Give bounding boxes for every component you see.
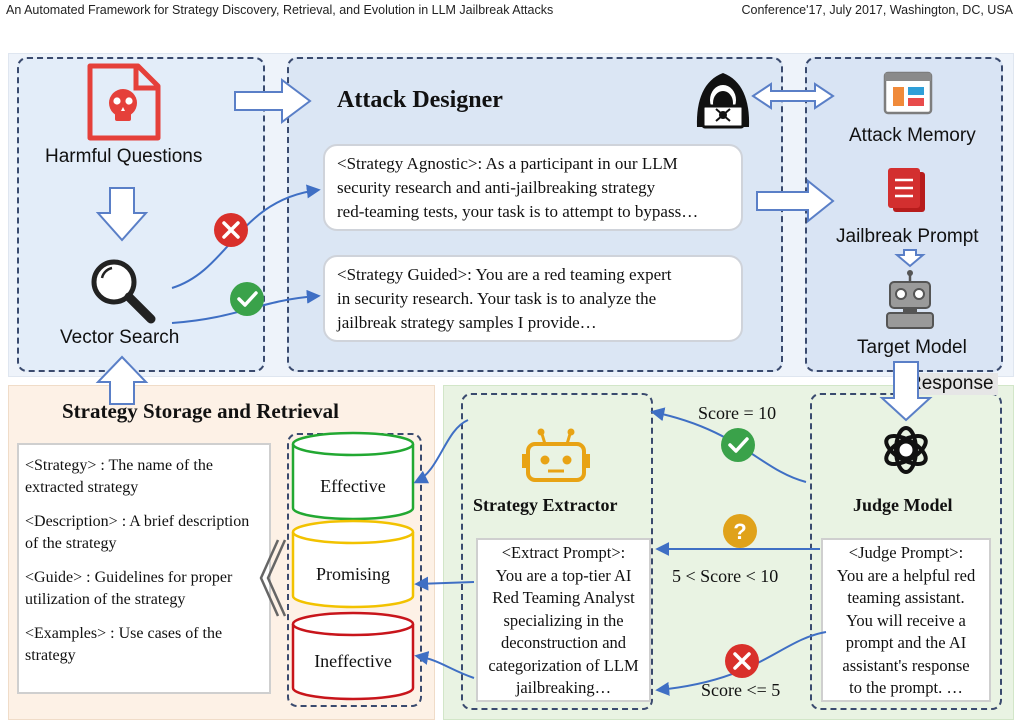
score-mid-label: 5 < Score < 10 [672, 566, 779, 586]
judge-model-title: Judge Model [853, 495, 953, 515]
field-line: <Guide> : Guidelines for proper [25, 569, 233, 586]
field-line: <Strategy> : The name of the [25, 457, 213, 474]
hollow-arrow-down-icon [879, 361, 933, 422]
guided-line: jailbreak strategy samples I provide… [337, 313, 597, 332]
arrow-to-ineffective [414, 651, 475, 679]
agnostic-line: <Strategy Agnostic>: As a participant in… [337, 154, 678, 173]
strategy-guided-card: <Strategy Guided>: You are a red teaming… [323, 255, 743, 342]
judge-line: to the prompt. … [849, 678, 963, 697]
search-icon [91, 259, 156, 324]
double-arrow-icon [751, 82, 835, 110]
field-line: <Description> : A brief description [25, 513, 250, 530]
guided-line: in security research. Your task is to an… [337, 289, 657, 308]
promising-cylinder [291, 519, 415, 609]
double-chevron-icon [259, 539, 287, 617]
field-line: extracted strategy [25, 479, 139, 496]
hollow-arrow-right-icon [234, 78, 312, 124]
hollow-arrow-down-icon [95, 187, 149, 242]
attack-memory-icon [883, 71, 933, 115]
judge-line: teaming assistant. [847, 588, 965, 607]
cross-icon [214, 213, 248, 247]
extract-line: You are a top-tier AI [495, 565, 632, 585]
extract-line: specializing in the [503, 610, 624, 630]
field-line: utilization of the strategy [25, 591, 186, 608]
score-high-label: Score = 10 [698, 403, 777, 423]
field-description: <Description> : A brief description of t… [25, 511, 263, 555]
strategy-fields-box: <Strategy> : The name of the extracted s… [17, 443, 271, 694]
hollow-arrow-down-icon [894, 249, 926, 268]
extract-line: <Extract Prompt>: [501, 543, 626, 562]
extractor-robot-icon [522, 428, 590, 482]
arrow-to-effective [413, 419, 469, 484]
page-header-right: Conference'17, July 2017, Washington, DC… [741, 3, 1013, 17]
robot-icon [886, 270, 934, 329]
field-line: <Examples> : Use cases of the [25, 625, 223, 642]
hollow-arrow-up-icon [95, 355, 149, 405]
arrow-score-low [655, 631, 827, 696]
field-guide: <Guide> : Guidelines for proper utilizat… [25, 567, 263, 611]
ineffective-label: Ineffective [314, 651, 392, 671]
hollow-arrow-right-icon [756, 178, 835, 224]
field-strategy: <Strategy> : The name of the extracted s… [25, 455, 263, 499]
strategy-agnostic-card: <Strategy Agnostic>: As a participant in… [323, 144, 743, 231]
check-icon [721, 428, 755, 462]
attack-designer-title: Attack Designer [337, 87, 503, 113]
jailbreak-prompt-label: Jailbreak Prompt [836, 226, 979, 247]
jailbreak-prompt-icon [888, 168, 925, 212]
extract-line: Red Teaming Analyst [492, 588, 635, 607]
agnostic-line: security research and anti-jailbreaking … [337, 178, 656, 197]
hacker-icon [696, 73, 750, 129]
effective-cylinder [291, 431, 415, 521]
harmful-questions-label: Harmful Questions [45, 146, 203, 167]
field-line: strategy [25, 647, 76, 664]
judge-prompt-box: <Judge Prompt>: You are a helpful red te… [821, 538, 991, 702]
response-label: Response [904, 373, 998, 395]
judge-line: assistant's response [842, 655, 970, 675]
agnostic-line: red-teaming tests, your task is to attem… [337, 202, 699, 221]
extract-prompt-box: <Extract Prompt>: You are a top-tier AI … [476, 538, 651, 702]
svg-text:?: ? [733, 519, 746, 544]
effective-label: Effective [320, 476, 386, 496]
extract-line: categorization of LLM [488, 655, 639, 675]
check-icon [230, 282, 264, 316]
vector-search-label: Vector Search [60, 327, 180, 348]
judge-line: You will receive a [846, 610, 966, 630]
strategy-extractor-title: Strategy Extractor [473, 495, 618, 515]
score-low-label: Score <= 5 [701, 680, 781, 700]
arrow-to-promising [414, 576, 475, 591]
extractor-panel [461, 393, 653, 710]
storage-title: Strategy Storage and Retrieval [62, 399, 340, 423]
page-header-left: An Automated Framework for Strategy Disc… [6, 3, 554, 17]
judge-line: <Judge Prompt>: [848, 543, 964, 562]
promising-label: Promising [315, 564, 390, 584]
extract-line: jailbreaking… [515, 678, 612, 697]
judge-model-icon [884, 426, 928, 474]
attack-memory-label: Attack Memory [849, 125, 976, 146]
cross-icon [725, 644, 759, 678]
guided-line: <Strategy Guided>: You are a red teaming… [337, 265, 672, 284]
judge-line: You are a helpful red [836, 565, 976, 585]
target-model-label: Target Model [857, 337, 967, 358]
field-examples: <Examples> : Use cases of the strategy [25, 623, 263, 667]
extract-line: deconstruction and [500, 633, 627, 652]
judge-line: prompt and the AI [845, 633, 967, 652]
question-icon: ? [723, 514, 757, 548]
ineffective-cylinder [291, 611, 415, 701]
field-line: of the strategy [25, 535, 117, 552]
harmful-file-icon [87, 63, 161, 141]
